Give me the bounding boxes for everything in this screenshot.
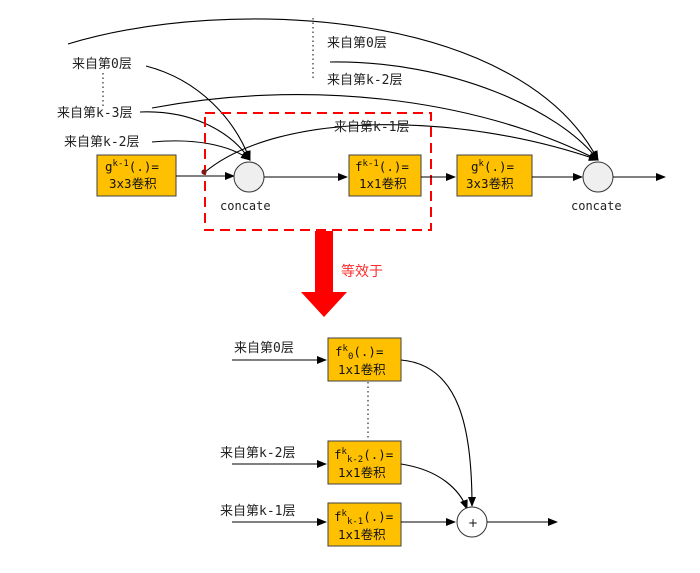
arc-layer0-label-to-right-concat bbox=[329, 61, 599, 161]
box-f-k-0-line1: fk0(.)= bbox=[335, 344, 383, 362]
box-g-km1-line2: 3x3卷积 bbox=[109, 176, 157, 191]
arc-km2-to-left-concat bbox=[151, 140, 251, 161]
input-label-layer0: 来自第0层 bbox=[72, 57, 132, 72]
bottom-edge-f0-to-sum bbox=[400, 359, 476, 507]
sum-symbol: + bbox=[468, 516, 478, 530]
input-label-layer0-right: 来自第0层 bbox=[327, 36, 387, 51]
concat-right-label: concate bbox=[571, 199, 622, 213]
input-label-layer-km3: 来自第k-3层 bbox=[57, 106, 132, 121]
equivalence-arrow bbox=[301, 231, 347, 317]
bottom-input-label-layer-km2: 来自第k-2层 bbox=[220, 446, 295, 461]
box-f-k-km1-line1: fkk-1(.)= bbox=[334, 509, 393, 527]
box-f-k-0 bbox=[327, 337, 402, 382]
box-f-k-km1 bbox=[327, 502, 402, 547]
box-g-k-line1: gk(.)= bbox=[471, 159, 514, 174]
input-label-layer-km2: 来自第k-2层 bbox=[64, 135, 139, 150]
junction-dot bbox=[201, 169, 207, 175]
box-g-k bbox=[456, 154, 533, 197]
arc-layer0-to-left-concat bbox=[145, 65, 251, 161]
box-f-k-km2 bbox=[327, 440, 402, 485]
input-label-layer-km1: 来自第k-1层 bbox=[334, 120, 409, 135]
equivalence-label: 等效于 bbox=[341, 263, 383, 280]
arc-km1-top-to-right-concat bbox=[204, 124, 599, 173]
input-label-layer-km2-top: 来自第k-2层 bbox=[327, 73, 402, 88]
box-f-km1-line1: fk-1(.)= bbox=[355, 159, 409, 174]
box-f-k-km2-line2: 1x1卷积 bbox=[338, 465, 386, 480]
box-f-km1-line2: 1x1卷积 bbox=[359, 176, 407, 191]
concat-node-right bbox=[582, 161, 614, 193]
box-f-k-km2-line1: fkk-2(.)= bbox=[334, 447, 393, 465]
concat-node-left bbox=[233, 161, 265, 193]
arc-km3-to-left-concat bbox=[139, 111, 251, 161]
box-f-km1 bbox=[348, 154, 422, 197]
bottom-input-label-layer0: 来自第0层 bbox=[234, 341, 294, 356]
box-g-km1-line1: gk-1(.)= bbox=[105, 159, 159, 174]
arc-km2-top-to-right-concat bbox=[151, 94, 599, 161]
bottom-input-label-layer-km1: 来自第k-1层 bbox=[220, 504, 295, 519]
box-f-k-km1-line2: 1x1卷积 bbox=[338, 527, 386, 542]
box-f-k-0-line2: 1x1卷积 bbox=[338, 362, 386, 377]
box-g-k-line2: 3x3卷积 bbox=[466, 176, 514, 191]
arc-layer0-to-right-concat bbox=[67, 18, 599, 161]
concat-left-label: concate bbox=[220, 199, 271, 213]
bottom-edge-fk2-to-sum bbox=[400, 463, 468, 510]
